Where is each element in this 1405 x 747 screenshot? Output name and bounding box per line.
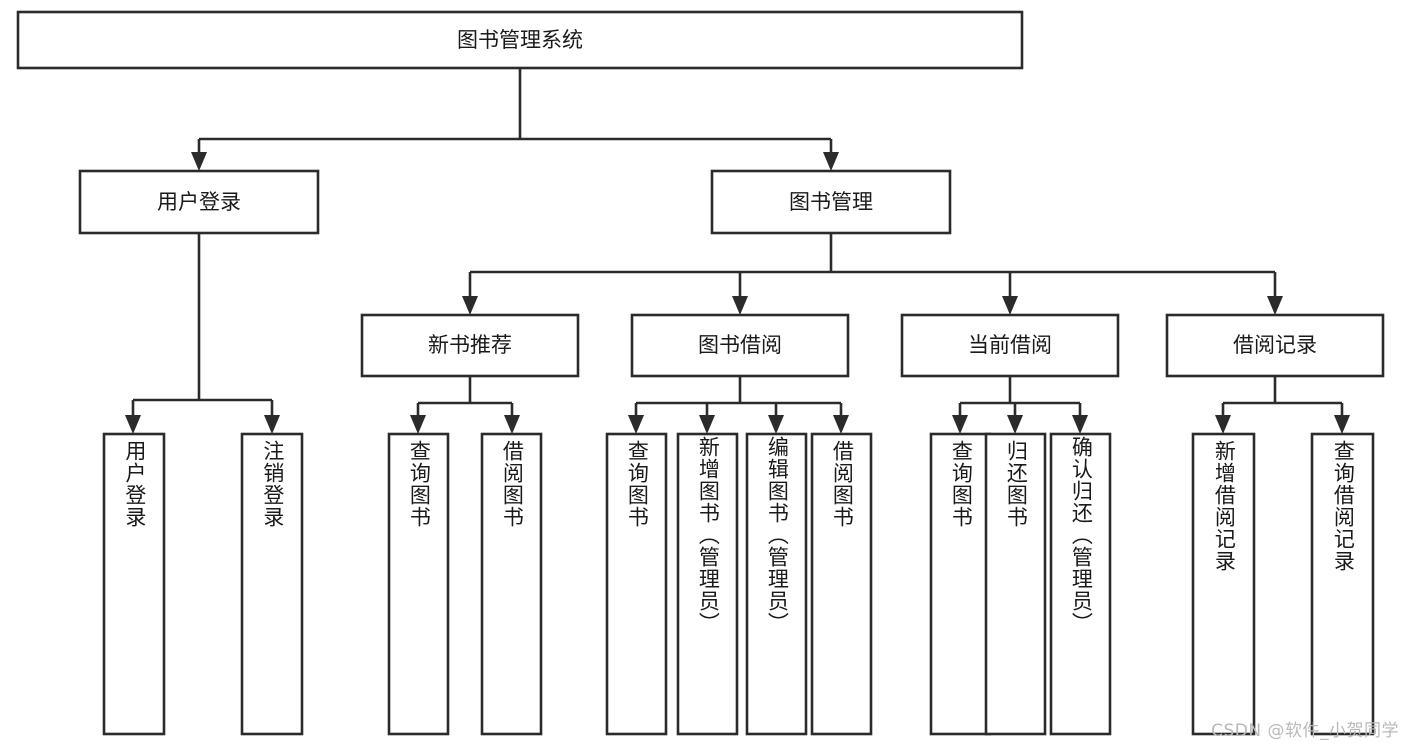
csdn-watermark: CSDN @软件_小贺同学 bbox=[1211, 721, 1399, 741]
leaf-box-query-record[interactable] bbox=[1310, 432, 1375, 736]
arrowhead-leaf-edit-book bbox=[768, 415, 784, 434]
node-book-manage-label: 图书管理 bbox=[789, 190, 873, 214]
leaf-box-query-book-2[interactable] bbox=[605, 432, 668, 736]
arrowhead-leaf-logout bbox=[264, 415, 280, 434]
node-book-borrow-box[interactable] bbox=[630, 313, 850, 378]
arrowhead-leaf-user-login bbox=[125, 415, 141, 434]
edges-newbook-to-leaves bbox=[410, 376, 520, 434]
arrowhead-leaf-query-book-3 bbox=[952, 415, 968, 434]
node-borrow-record-box[interactable] bbox=[1165, 313, 1385, 378]
edges-userlogin-to-leaves bbox=[125, 233, 280, 434]
arrowhead-leaf-return-book bbox=[1007, 415, 1023, 434]
arrowhead-leaf-query-book-1 bbox=[410, 415, 426, 434]
leaf-box-borrow-book-1[interactable] bbox=[480, 432, 543, 736]
edges-borrowrecord-to-leaves bbox=[1215, 376, 1350, 434]
leaf-box-confirm-return[interactable] bbox=[1049, 432, 1112, 736]
node-new-book-recommend-label: 新书推荐 bbox=[428, 333, 512, 357]
edges-bookborrow-to-leaves bbox=[628, 376, 849, 434]
leaf-box-edit-book[interactable] bbox=[745, 432, 808, 736]
node-root-box[interactable] bbox=[16, 10, 1024, 70]
arrowhead-leaf-borrow-book-1 bbox=[504, 415, 520, 434]
node-book-borrow[interactable]: 图书借阅 bbox=[630, 313, 850, 378]
arrowhead-new-book-recommend bbox=[462, 296, 478, 315]
arrowhead-leaf-borrow-book-2 bbox=[833, 415, 849, 434]
node-current-borrow[interactable]: 当前借阅 bbox=[900, 313, 1120, 378]
leaf-box-borrow-book-2[interactable] bbox=[810, 432, 873, 736]
leaf-box-query-book-3[interactable] bbox=[929, 432, 992, 736]
arrowhead-user-login bbox=[191, 152, 207, 171]
arrowhead-leaf-query-record bbox=[1334, 415, 1350, 434]
arrowhead-leaf-query-book-2 bbox=[628, 415, 644, 434]
arrowhead-book-borrow bbox=[732, 296, 748, 315]
node-user-login-label: 用户登录 bbox=[157, 190, 241, 214]
leaf-box-add-book[interactable] bbox=[676, 432, 739, 736]
node-user-login[interactable]: 用户登录 bbox=[78, 169, 320, 235]
node-root-system[interactable]: 图书管理系统 bbox=[16, 10, 1024, 70]
node-current-borrow-label: 当前借阅 bbox=[968, 333, 1052, 357]
leaf-box-logout[interactable] bbox=[240, 432, 304, 736]
node-new-book-recommend-box[interactable] bbox=[360, 313, 580, 378]
arrowhead-borrow-record bbox=[1267, 296, 1283, 315]
node-current-borrow-box[interactable] bbox=[900, 313, 1120, 378]
leaf-box-query-book-1[interactable] bbox=[387, 432, 450, 736]
arrowhead-leaf-add-book bbox=[699, 415, 715, 434]
leaf-box-user-login[interactable] bbox=[102, 432, 166, 736]
node-book-manage[interactable]: 图书管理 bbox=[710, 169, 952, 235]
node-borrow-record[interactable]: 借阅记录 bbox=[1165, 313, 1385, 378]
arrowhead-leaf-confirm-return bbox=[1072, 415, 1088, 434]
node-book-borrow-label: 图书借阅 bbox=[698, 333, 782, 357]
node-book-manage-box[interactable] bbox=[710, 169, 952, 235]
leaf-box-add-record[interactable] bbox=[1191, 432, 1256, 736]
arrowhead-leaf-add-record bbox=[1215, 415, 1231, 434]
node-new-book-recommend[interactable]: 新书推荐 bbox=[360, 313, 580, 378]
leaf-box-return-book[interactable] bbox=[984, 432, 1047, 736]
node-user-login-box[interactable] bbox=[78, 169, 320, 235]
node-root-label: 图书管理系统 bbox=[457, 28, 583, 52]
arrowhead-current-borrow bbox=[1002, 296, 1018, 315]
edges-root-to-level2 bbox=[191, 68, 839, 171]
edges-bookmanage-to-level3 bbox=[462, 233, 1283, 315]
edges-currentborrow-to-leaves bbox=[952, 376, 1088, 434]
node-borrow-record-label: 借阅记录 bbox=[1233, 333, 1317, 357]
arrowhead-book-manage bbox=[823, 152, 839, 171]
leaf-boxes bbox=[102, 432, 1375, 736]
